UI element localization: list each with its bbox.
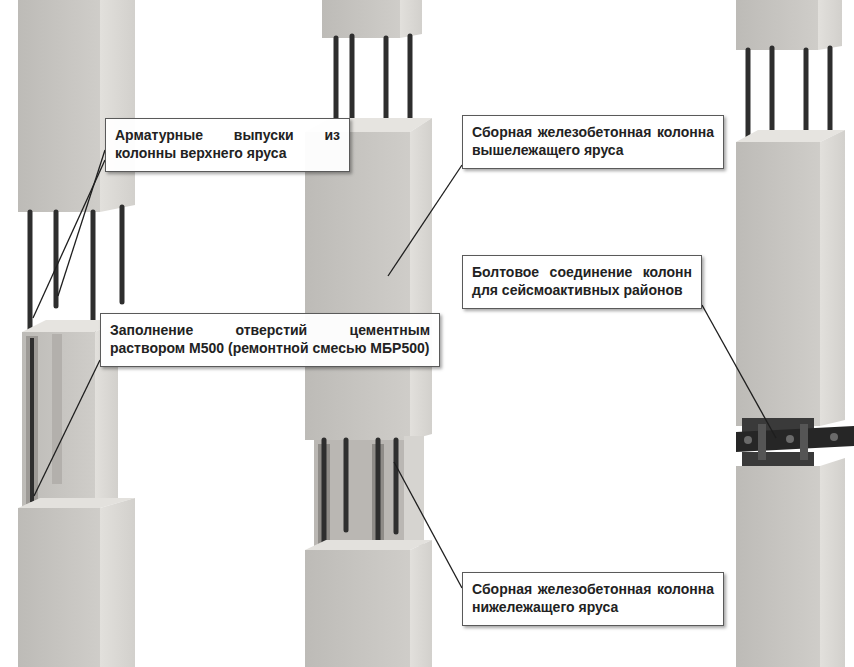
rebar-upward-middle-part — [384, 38, 389, 130]
callout-text: Сборная железобетонная колонна нижележащ… — [472, 580, 714, 616]
lower-column-middle-part — [410, 540, 432, 667]
upper-column-middle — [322, 0, 422, 38]
bolted-joint-part — [736, 426, 854, 452]
upper-column-middle-part — [322, 0, 400, 38]
lower-column-left — [18, 498, 135, 667]
leader-line-part — [702, 305, 776, 438]
rebar-downward-middle-part — [322, 440, 327, 545]
rebar-downward-middle — [324, 440, 396, 548]
callout-box: Болтовое соединение колонн для сейсмоакт… — [462, 255, 702, 309]
lower-column-right-part — [736, 466, 820, 667]
rebar-upward-right-part — [828, 48, 833, 132]
rebar-downward-middle-part — [394, 440, 399, 532]
upper-column-middle-part — [400, 0, 422, 38]
leader-line-part — [58, 150, 105, 296]
leader-line-part — [394, 462, 462, 588]
upper-column-right-part — [818, 0, 842, 50]
rebar-downward-middle-part — [376, 440, 381, 548]
rebar-upward-middle-part — [408, 36, 413, 122]
lower-column-right-part — [820, 458, 845, 667]
lower-column-left-part — [100, 498, 135, 667]
lower-column-insert-left-part — [30, 338, 34, 502]
rebar-upward-right-part — [746, 50, 751, 142]
rebar-upward-right — [748, 48, 830, 142]
lower-column-insert-left-part — [26, 336, 38, 504]
lower-column-insert-left-part — [52, 334, 62, 484]
rebar-upward-middle — [336, 36, 410, 130]
column-body-middle-part — [410, 118, 432, 440]
lower-column-left-part — [18, 508, 100, 667]
rebar-upward-middle-part — [334, 38, 339, 128]
column-body-right-part — [820, 130, 845, 426]
leader-line-part — [34, 360, 100, 496]
column-body-right-part — [736, 142, 820, 426]
lower-column-middle-part — [305, 550, 410, 667]
callout-box: Сборная железобетонная колонна вышележащ… — [462, 115, 724, 169]
callout-text: Арматурные выпуски из колонны верхнего я… — [115, 126, 340, 162]
bolted-joint-part — [830, 433, 838, 441]
lower-column-insert-middle-part — [404, 436, 424, 546]
callout-box: Сборная железобетонная колонна нижележащ… — [462, 572, 724, 626]
callout-box: Заполнение отверстий цементным раствором… — [100, 313, 440, 367]
lower-column-middle — [305, 540, 432, 667]
upper-column-left-part — [100, 0, 135, 212]
rebar-downward-middle-part — [344, 440, 349, 530]
rebar-outlets-left-part — [91, 212, 96, 332]
callout-text: Болтовое соединение колонн для сейсмоакт… — [472, 263, 692, 299]
leader-line — [33, 150, 776, 588]
bolted-joint-part — [786, 435, 794, 443]
upper-column-left-part — [18, 0, 100, 212]
lower-column-insert-middle-part — [314, 440, 404, 548]
callout-text: Сборная железобетонная колонна вышележащ… — [472, 123, 714, 159]
callout-box: Арматурные выпуски из колонны верхнего я… — [105, 118, 350, 172]
rebar-upward-right-part — [804, 50, 809, 142]
upper-column-right — [736, 0, 842, 50]
rebar-outlets-left-part — [120, 207, 125, 302]
lower-column-middle-part — [305, 540, 432, 550]
rebar-outlets-left-part — [28, 212, 33, 330]
callout-text: Заполнение отверстий цементным раствором… — [110, 321, 430, 357]
rebar-upward-right-part — [770, 48, 775, 132]
column-body-right — [736, 130, 845, 426]
column-body-middle-part — [305, 132, 410, 440]
lower-column-insert-left-part — [22, 332, 95, 508]
leader-line-part — [388, 165, 462, 276]
lower-column-insert-middle — [314, 436, 424, 548]
upper-column-right-part — [736, 0, 818, 50]
bolted-joint — [736, 418, 854, 466]
lower-column-right — [736, 458, 845, 667]
bolted-joint-part — [758, 424, 766, 460]
upper-column-left — [18, 0, 135, 212]
rebar-upward-middle-part — [350, 36, 355, 120]
bolted-joint-part — [800, 424, 808, 460]
rebar-outlets-left-part — [54, 212, 59, 306]
bolted-joint-part — [744, 436, 752, 444]
